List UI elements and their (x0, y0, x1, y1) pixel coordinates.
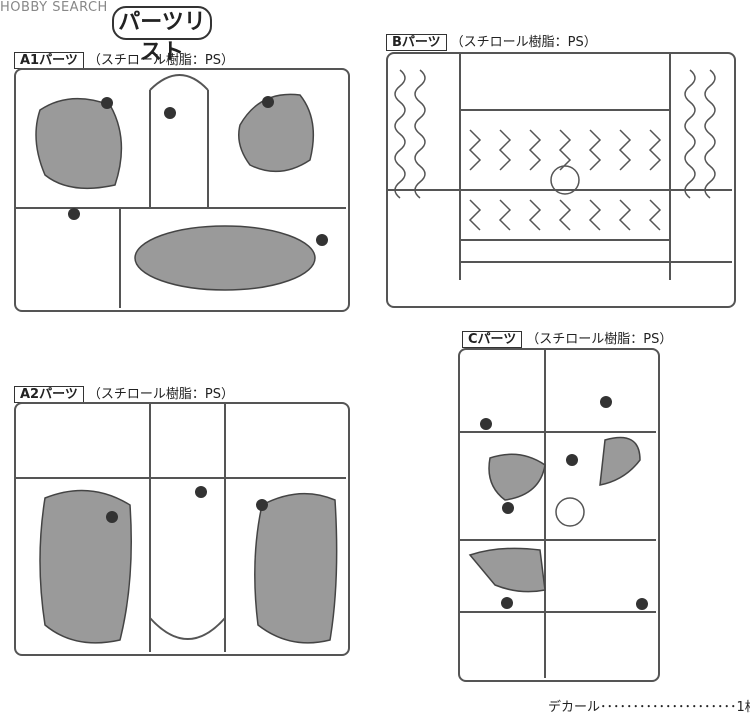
page-title: パーツリスト (112, 6, 212, 65)
section-id: A2パーツ (14, 386, 84, 403)
section-id: A1パーツ (14, 52, 84, 69)
section-header-c: Cパーツ（スチロール樹脂：PS） (462, 328, 673, 348)
decal-count: デカール･････････････････････1枚 (548, 696, 750, 715)
decal-value: 1枚 (736, 700, 750, 715)
section-id: Cパーツ (462, 331, 523, 348)
watermark: HOBBY SEARCH (0, 0, 108, 15)
section-material: （スチロール樹脂：PS） (526, 332, 673, 347)
section-material: （スチロール樹脂：PS） (87, 387, 234, 402)
decal-dots: ･････････････････････ (600, 700, 737, 715)
section-material: （スチロール樹脂：PS） (450, 35, 597, 50)
section-material: （スチロール樹脂：PS） (87, 53, 234, 68)
section-id: Bパーツ (386, 34, 447, 51)
section-header-b: Bパーツ（スチロール樹脂：PS） (386, 31, 597, 51)
runner-c (458, 348, 660, 682)
runner-b (386, 52, 736, 308)
section-header-a1: A1パーツ（スチロール樹脂：PS） (14, 49, 234, 69)
decal-label: デカール (548, 700, 601, 715)
section-header-a2: A2パーツ（スチロール樹脂：PS） (14, 383, 234, 403)
